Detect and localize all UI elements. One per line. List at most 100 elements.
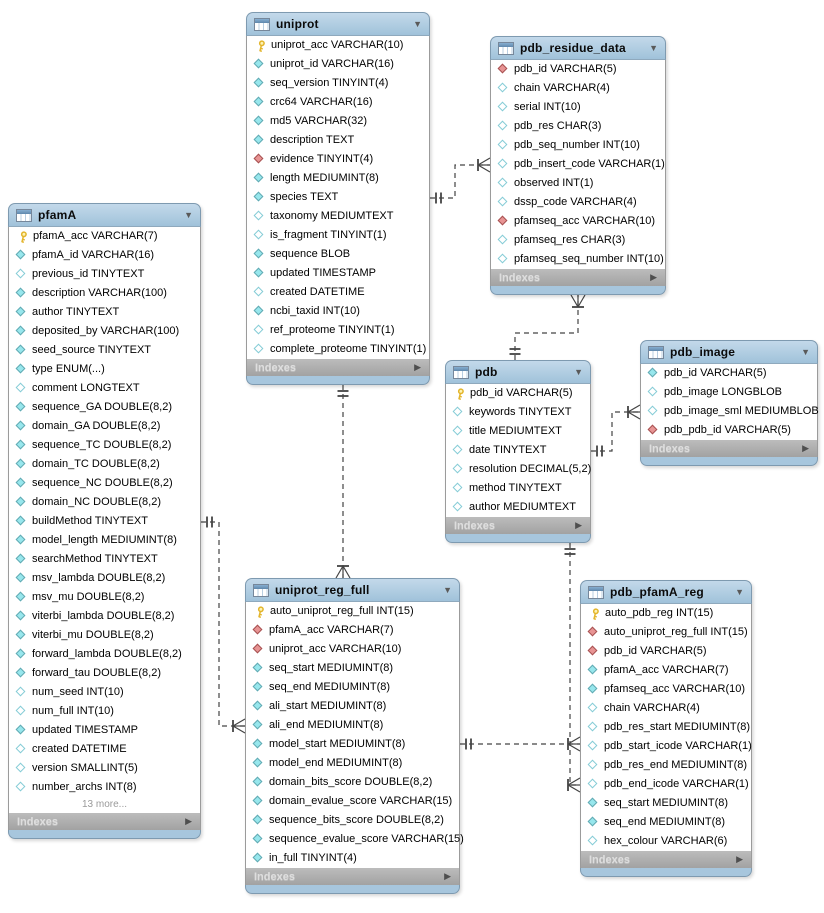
column-row[interactable]: ali_start MEDIUMINT(8) (246, 697, 459, 716)
indexes-section[interactable]: Indexes ▶ (246, 359, 430, 376)
column-row[interactable]: pfamseq_seq_number INT(10) (491, 250, 665, 269)
column-row[interactable]: domain_TC DOUBLE(8,2) (9, 455, 200, 474)
column-row[interactable]: sequence_evalue_score VARCHAR(15) (246, 830, 464, 849)
column-row[interactable]: created DATETIME (9, 740, 200, 759)
column-row[interactable]: evidence TINYINT(4) (247, 150, 429, 169)
expand-arrow-icon[interactable]: ▶ (575, 520, 582, 530)
table-header[interactable]: pdb_residue_data ▼ (490, 36, 666, 60)
column-row[interactable]: sequence_bits_score DOUBLE(8,2) (246, 811, 459, 830)
column-row[interactable]: pdb_insert_code VARCHAR(1) (491, 155, 665, 174)
relationship-uniprot-uniprot_reg_full[interactable] (335, 385, 351, 579)
column-row[interactable]: pdb_image_sml MEDIUMBLOB (641, 402, 819, 421)
column-row[interactable]: seq_end MEDIUMINT(8) (246, 678, 459, 697)
column-row[interactable]: author TINYTEXT (9, 303, 200, 322)
column-row[interactable]: model_end MEDIUMINT(8) (246, 754, 459, 773)
column-row[interactable]: pdb_image LONGBLOB (641, 383, 817, 402)
column-row[interactable]: taxonomy MEDIUMTEXT (247, 207, 429, 226)
column-row[interactable]: pdb_seq_number INT(10) (491, 136, 665, 155)
column-row[interactable]: msv_lambda DOUBLE(8,2) (9, 569, 200, 588)
column-row[interactable]: dssp_code VARCHAR(4) (491, 193, 665, 212)
column-row[interactable]: species TEXT (247, 188, 429, 207)
column-row[interactable]: forward_lambda DOUBLE(8,2) (9, 645, 200, 664)
column-row[interactable]: pdb_id VARCHAR(5) (581, 642, 751, 661)
column-row[interactable]: serial INT(10) (491, 98, 665, 117)
table-node-pdb[interactable]: pdb ▼ pdb_id VARCHAR(5)keywords TINYTEXT… (445, 360, 591, 543)
expand-arrow-icon[interactable]: ▶ (185, 816, 192, 826)
column-row[interactable]: description VARCHAR(100) (9, 284, 200, 303)
column-row[interactable]: domain_GA DOUBLE(8,2) (9, 417, 200, 436)
table-header[interactable]: pdb_image ▼ (640, 340, 818, 364)
column-row[interactable]: sequence_GA DOUBLE(8,2) (9, 398, 200, 417)
column-row[interactable]: length MEDIUMINT(8) (247, 169, 429, 188)
column-row[interactable]: ncbi_taxid INT(10) (247, 302, 429, 321)
column-row[interactable]: sequence BLOB (247, 245, 429, 264)
table-header[interactable]: uniprot ▼ (246, 12, 430, 36)
table-node-uniprot[interactable]: uniprot ▼ uniprot_acc VARCHAR(10)uniprot… (246, 12, 430, 385)
collapse-arrow-icon[interactable]: ▼ (413, 18, 422, 29)
column-row[interactable]: version SMALLINT(5) (9, 759, 200, 778)
column-row[interactable]: crc64 VARCHAR(16) (247, 93, 429, 112)
column-row[interactable]: domain_NC DOUBLE(8,2) (9, 493, 200, 512)
column-row[interactable]: uniprot_acc VARCHAR(10) (247, 36, 429, 55)
column-row[interactable]: ref_proteome TINYINT(1) (247, 321, 429, 340)
collapse-arrow-icon[interactable]: ▼ (735, 586, 744, 597)
column-row[interactable]: sequence_TC DOUBLE(8,2) (9, 436, 200, 455)
column-row[interactable]: pfamA_id VARCHAR(16) (9, 246, 200, 265)
column-row[interactable]: pdb_pdb_id VARCHAR(5) (641, 421, 817, 440)
column-row[interactable]: seq_start MEDIUMINT(8) (246, 659, 459, 678)
relationship-pdb-pdb_image[interactable] (591, 404, 641, 457)
table-header[interactable]: uniprot_reg_full ▼ (245, 578, 460, 602)
column-row[interactable]: viterbi_lambda DOUBLE(8,2) (9, 607, 200, 626)
indexes-section[interactable]: Indexes ▶ (245, 868, 460, 885)
column-row[interactable]: model_start MEDIUMINT(8) (246, 735, 459, 754)
table-node-pdb_image[interactable]: pdb_image ▼ pdb_id VARCHAR(5)pdb_image L… (640, 340, 819, 466)
column-row[interactable]: pdb_res_end MEDIUMINT(8) (581, 756, 751, 775)
column-row[interactable]: number_archs INT(8) (9, 778, 200, 797)
column-row[interactable]: uniprot_acc VARCHAR(10) (246, 640, 459, 659)
indexes-section[interactable]: Indexes ▶ (580, 851, 752, 868)
column-row[interactable]: searchMethod TINYTEXT (9, 550, 200, 569)
collapse-arrow-icon[interactable]: ▼ (443, 584, 452, 595)
column-row[interactable]: viterbi_mu DOUBLE(8,2) (9, 626, 200, 645)
table-header[interactable]: pdb ▼ (445, 360, 591, 384)
indexes-section[interactable]: Indexes ▶ (8, 813, 201, 830)
more-columns-label[interactable]: 13 more... (9, 797, 200, 813)
column-row[interactable]: ali_end MEDIUMINT(8) (246, 716, 459, 735)
collapse-arrow-icon[interactable]: ▼ (801, 346, 810, 357)
column-row[interactable]: date TINYTEXT (446, 441, 590, 460)
column-row[interactable]: pfamseq_acc VARCHAR(10) (491, 212, 665, 231)
column-row[interactable]: updated TIMESTAMP (247, 264, 429, 283)
column-row[interactable]: author MEDIUMTEXT (446, 498, 590, 517)
column-row[interactable]: chain VARCHAR(4) (581, 699, 751, 718)
relationship-pfamA-uniprot_reg_full[interactable] (201, 516, 246, 734)
column-row[interactable]: domain_evalue_score VARCHAR(15) (246, 792, 459, 811)
column-row[interactable]: auto_pdb_reg INT(15) (581, 604, 751, 623)
expand-arrow-icon[interactable]: ▶ (444, 871, 451, 881)
column-row[interactable]: pfamA_acc VARCHAR(7) (246, 621, 459, 640)
column-row[interactable]: hex_colour VARCHAR(6) (581, 832, 751, 851)
indexes-section[interactable]: Indexes ▶ (640, 440, 818, 457)
table-header[interactable]: pfamA ▼ (8, 203, 201, 227)
column-row[interactable]: uniprot_id VARCHAR(16) (247, 55, 429, 74)
column-row[interactable]: pdb_start_icode VARCHAR(1) (581, 737, 752, 756)
column-row[interactable]: comment LONGTEXT (9, 379, 200, 398)
column-row[interactable]: resolution DECIMAL(5,2) (446, 460, 591, 479)
column-row[interactable]: previous_id TINYTEXT (9, 265, 200, 284)
collapse-arrow-icon[interactable]: ▼ (574, 366, 583, 377)
indexes-section[interactable]: Indexes ▶ (490, 269, 666, 286)
column-row[interactable]: pfamseq_acc VARCHAR(10) (581, 680, 751, 699)
column-row[interactable]: observed INT(1) (491, 174, 665, 193)
column-row[interactable]: type ENUM(...) (9, 360, 200, 379)
column-row[interactable]: complete_proteome TINYINT(1) (247, 340, 429, 359)
column-row[interactable]: pfamA_acc VARCHAR(7) (581, 661, 751, 680)
relationship-pdb-pdb_residue_data[interactable] (509, 294, 586, 360)
column-row[interactable]: num_full INT(10) (9, 702, 200, 721)
column-row[interactable]: auto_uniprot_reg_full INT(15) (246, 602, 459, 621)
indexes-section[interactable]: Indexes ▶ (445, 517, 591, 534)
table-node-uniprot_reg_full[interactable]: uniprot_reg_full ▼ auto_uniprot_reg_full… (245, 578, 464, 894)
column-row[interactable]: sequence_NC DOUBLE(8,2) (9, 474, 200, 493)
column-row[interactable]: keywords TINYTEXT (446, 403, 590, 422)
relationship-pdb-pdb_pfamA_reg[interactable] (564, 543, 581, 793)
column-row[interactable]: model_length MEDIUMINT(8) (9, 531, 200, 550)
column-row[interactable]: pdb_id VARCHAR(5) (491, 60, 665, 79)
